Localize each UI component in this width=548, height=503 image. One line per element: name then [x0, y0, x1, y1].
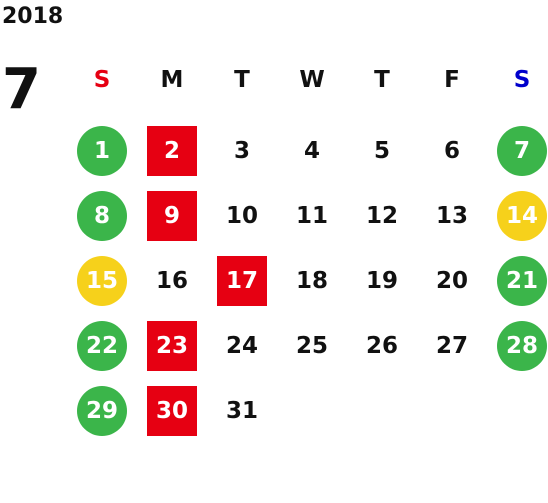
red-square-marker: [147, 321, 197, 371]
weekday-sun: S: [93, 67, 111, 93]
day-number: 7: [513, 138, 530, 164]
day-number: 8: [93, 203, 110, 229]
day-number: 17: [225, 268, 258, 294]
calendar-day[interactable]: 29: [72, 386, 132, 436]
calendar-day[interactable]: 23: [142, 321, 202, 371]
calendar-day[interactable]: 22: [72, 321, 132, 371]
calendar-day[interactable]: 15: [72, 256, 132, 306]
month-number: 7: [2, 57, 41, 122]
calendar-day[interactable]: 10: [212, 191, 272, 241]
weekday-fri: F: [444, 67, 460, 93]
yellow-circle-marker: [77, 256, 127, 306]
calendar-day[interactable]: 26: [352, 321, 412, 371]
day-number: 10: [225, 203, 258, 229]
calendar-day[interactable]: 3: [212, 126, 272, 176]
day-number: 24: [225, 333, 258, 359]
calendar-day[interactable]: 24: [212, 321, 272, 371]
day-number: 2: [163, 138, 180, 164]
calendar-day[interactable]: 5: [352, 126, 412, 176]
calendar-day[interactable]: 16: [142, 256, 202, 306]
day-number: 16: [155, 268, 188, 294]
weekday-sat: S: [513, 67, 531, 93]
calendar-day[interactable]: 30: [142, 386, 202, 436]
calendar-day[interactable]: 2: [142, 126, 202, 176]
green-circle-marker: [497, 321, 547, 371]
red-square-marker: [147, 126, 197, 176]
red-square-marker: [147, 386, 197, 436]
weekday-thu: T: [374, 67, 390, 93]
day-number: 12: [365, 203, 398, 229]
day-number: 11: [295, 203, 328, 229]
calendar-day[interactable]: 25: [282, 321, 342, 371]
calendar-day[interactable]: 7: [492, 126, 548, 176]
calendar-day[interactable]: 28: [492, 321, 548, 371]
day-number: 22: [85, 333, 118, 359]
day-number: 4: [303, 138, 320, 164]
day-number: 1: [93, 138, 110, 164]
green-circle-marker: [497, 256, 547, 306]
day-number: 29: [85, 398, 118, 424]
day-number: 31: [225, 398, 258, 424]
calendar-day[interactable]: 14: [492, 191, 548, 241]
day-number: 18: [295, 268, 328, 294]
day-number: 9: [163, 203, 180, 229]
calendar-day[interactable]: 9: [142, 191, 202, 241]
calendar-day[interactable]: 13: [422, 191, 482, 241]
day-number: 26: [365, 333, 398, 359]
calendar-day[interactable]: 19: [352, 256, 412, 306]
calendar-day[interactable]: 8: [72, 191, 132, 241]
calendar-day[interactable]: 11: [282, 191, 342, 241]
calendar-day[interactable]: 20: [422, 256, 482, 306]
calendar-day[interactable]: 1: [72, 126, 132, 176]
weekday-mon: M: [160, 67, 184, 93]
calendar-day[interactable]: 21: [492, 256, 548, 306]
weekday-tue: T: [234, 67, 250, 93]
day-number: 23: [155, 333, 188, 359]
calendar-day[interactable]: 31: [212, 386, 272, 436]
green-circle-marker: [77, 191, 127, 241]
day-number: 14: [505, 203, 538, 229]
day-number: 27: [435, 333, 468, 359]
calendar-day[interactable]: 17: [212, 256, 272, 306]
day-number: 15: [85, 268, 118, 294]
calendar-day[interactable]: 4: [282, 126, 342, 176]
green-circle-marker: [77, 321, 127, 371]
day-number: 6: [443, 138, 460, 164]
calendar-day[interactable]: 6: [422, 126, 482, 176]
green-circle-marker: [497, 126, 547, 176]
year-label: 2018: [2, 4, 64, 29]
green-circle-marker: [77, 126, 127, 176]
red-square-marker: [217, 256, 267, 306]
day-number: 25: [295, 333, 328, 359]
calendar-day[interactable]: 27: [422, 321, 482, 371]
calendar-day[interactable]: 12: [352, 191, 412, 241]
day-number: 20: [435, 268, 468, 294]
weekday-wed: W: [299, 67, 325, 93]
green-circle-marker: [77, 386, 127, 436]
day-number: 21: [505, 268, 538, 294]
day-number: 13: [435, 203, 468, 229]
red-square-marker: [147, 191, 197, 241]
day-number: 30: [155, 398, 188, 424]
day-number: 19: [365, 268, 398, 294]
day-number: 3: [233, 138, 250, 164]
yellow-circle-marker: [497, 191, 547, 241]
day-number: 28: [505, 333, 538, 359]
day-number: 5: [373, 138, 390, 164]
calendar-day[interactable]: 18: [282, 256, 342, 306]
